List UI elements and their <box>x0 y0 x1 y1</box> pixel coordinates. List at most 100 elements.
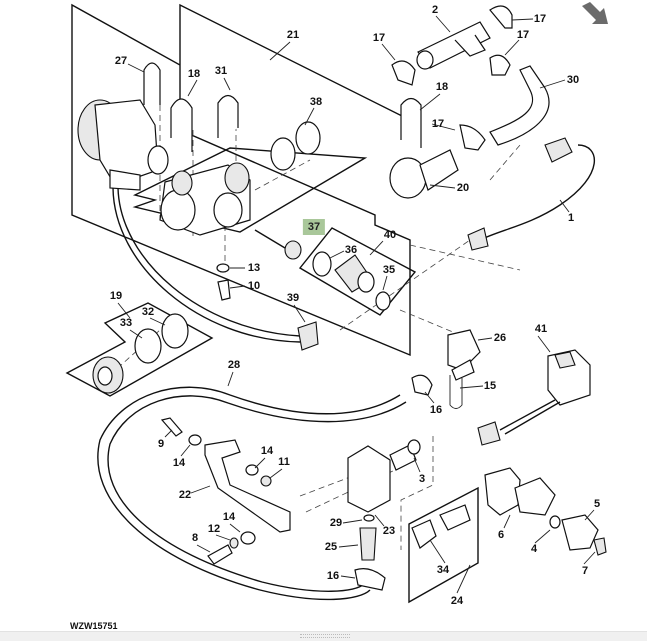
connector-1b <box>467 227 489 251</box>
callout-33[interactable]: 33 <box>119 317 133 329</box>
knob-34 <box>411 519 437 549</box>
callout-18[interactable]: 18 <box>435 81 449 93</box>
bracket-22 <box>204 439 291 533</box>
callout-36[interactable]: 36 <box>344 244 358 256</box>
callout-15[interactable]: 15 <box>483 380 497 392</box>
callout-21[interactable]: 21 <box>286 29 300 41</box>
callout-5[interactable]: 5 <box>593 498 601 510</box>
callout-31[interactable]: 31 <box>214 65 228 77</box>
valve-26 <box>447 329 481 371</box>
filter-screen-19 <box>92 356 124 394</box>
callout-12[interactable]: 12 <box>207 523 221 535</box>
lock-washer-12 <box>229 537 239 549</box>
callout-7[interactable]: 7 <box>581 565 589 577</box>
hose-28 <box>97 386 401 601</box>
u-clip-27 <box>143 62 161 105</box>
cap-34b <box>439 504 471 531</box>
washer-13 <box>216 263 230 273</box>
wire-harness-1 <box>479 144 596 241</box>
o-ring-29 <box>363 514 375 522</box>
callout-28[interactable]: 28 <box>227 359 241 371</box>
nut-11 <box>260 475 272 487</box>
callout-24[interactable]: 24 <box>450 595 464 607</box>
resize-grip-icon[interactable] <box>300 634 350 638</box>
arrow-down-right-icon <box>582 2 608 24</box>
filter-head-20 <box>389 149 459 199</box>
callout-39[interactable]: 39 <box>286 292 300 304</box>
rocker-switch-41 <box>477 349 591 446</box>
callout-13[interactable]: 13 <box>247 262 261 274</box>
callout-40[interactable]: 40 <box>383 229 397 241</box>
valve-body <box>159 162 251 236</box>
group-outline-3-dashed <box>400 436 434 550</box>
callout-25[interactable]: 25 <box>324 541 338 553</box>
screw-9 <box>160 417 183 437</box>
screw-10 <box>217 279 231 301</box>
navigate-next-button[interactable] <box>578 2 612 26</box>
callout-38[interactable]: 38 <box>309 96 323 108</box>
callout-23[interactable]: 23 <box>382 525 396 537</box>
o-ring-38a <box>270 137 296 171</box>
hose-30 <box>489 65 550 146</box>
group-outline-24 <box>408 486 479 604</box>
callout-17[interactable]: 17 <box>372 32 386 44</box>
connector-39 <box>297 321 319 351</box>
group-outline-19 <box>65 302 214 397</box>
callout-26[interactable]: 26 <box>493 332 507 344</box>
callout-6[interactable]: 6 <box>497 529 505 541</box>
callout-2[interactable]: 2 <box>431 4 439 16</box>
group-outline-40 <box>298 227 417 316</box>
plunger-40 <box>334 254 375 293</box>
bottom-resize-bar[interactable] <box>0 631 647 641</box>
callout-30[interactable]: 30 <box>566 74 580 86</box>
o-ring-33 <box>134 328 162 364</box>
nozzle-body-6 <box>484 467 556 516</box>
callout-8[interactable]: 8 <box>191 532 199 544</box>
connector-1a <box>544 137 573 163</box>
clamp-17b <box>391 60 416 86</box>
callout-4[interactable]: 4 <box>530 543 538 555</box>
callout-10[interactable]: 10 <box>247 280 261 292</box>
callout-19[interactable]: 19 <box>109 290 123 302</box>
screw-8 <box>207 544 233 565</box>
callout-29[interactable]: 29 <box>329 517 343 529</box>
callout-17[interactable]: 17 <box>516 29 530 41</box>
callout-35[interactable]: 35 <box>382 264 396 276</box>
clamp-16b <box>354 568 386 591</box>
clamp-17a <box>489 5 513 29</box>
u-clip-18 <box>170 98 193 152</box>
o-ring-36 <box>312 251 332 277</box>
washer-14a <box>188 434 202 446</box>
callout-11[interactable]: 11 <box>278 456 290 468</box>
o-ring-35 <box>375 291 391 311</box>
callout-41[interactable]: 41 <box>534 323 548 335</box>
callout-9[interactable]: 9 <box>157 438 165 450</box>
callout-16[interactable]: 16 <box>326 570 340 582</box>
u-clip-31 <box>217 94 239 138</box>
tee-fitting-2 <box>416 21 491 70</box>
clip-15 <box>449 375 463 409</box>
callout-22[interactable]: 22 <box>178 489 192 501</box>
callout-14[interactable]: 14 <box>172 457 186 469</box>
o-ring-38b <box>295 121 321 155</box>
group-outline-21 <box>71 3 411 357</box>
callout-17[interactable]: 17 <box>431 118 445 130</box>
callout-16[interactable]: 16 <box>429 404 443 416</box>
clamp-17d <box>459 124 486 151</box>
callout-14[interactable]: 14 <box>222 511 236 523</box>
callout-17[interactable]: 17 <box>533 13 547 25</box>
callout-37-highlighted[interactable]: 37 <box>302 219 326 235</box>
nozzle-tip-7 <box>593 537 607 556</box>
callout-34[interactable]: 34 <box>436 564 450 576</box>
callout-14[interactable]: 14 <box>260 445 274 457</box>
callout-1[interactable]: 1 <box>567 212 575 224</box>
o-ring-32 <box>161 313 189 349</box>
callout-27[interactable]: 27 <box>114 55 128 67</box>
callout-3[interactable]: 3 <box>418 473 426 485</box>
valve-motor <box>77 99 301 343</box>
callout-32[interactable]: 32 <box>141 306 155 318</box>
callout-18[interactable]: 18 <box>187 68 201 80</box>
callout-20[interactable]: 20 <box>456 182 470 194</box>
